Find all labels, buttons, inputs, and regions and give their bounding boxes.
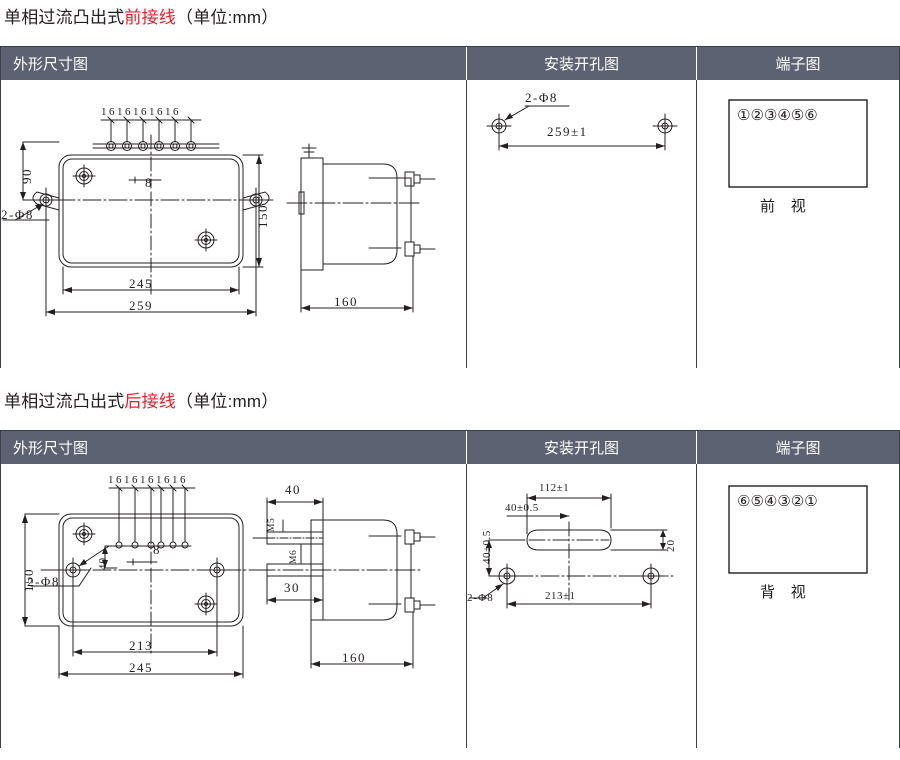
table-2-body-row: 1616161616 8 150 40 2-Φ8 213 245 40 M5 M… <box>1 464 899 748</box>
cutout-dim-span-2: 213±1 <box>545 590 576 602</box>
table-2-cell-cutout: 40±0.5 40±0.5 112±1 20 213±1 2-Φ8 <box>466 464 696 748</box>
pin-offset-label-2: 8 <box>153 542 161 557</box>
thread-upper-label-2: M5 <box>267 517 277 532</box>
section-title-2-unit: （单位:mm） <box>176 392 279 411</box>
dim-bottom-inner-1: 245 <box>129 276 153 291</box>
section-title-1-unit: （单位:mm） <box>176 8 279 27</box>
cutout-drawing-2 <box>468 493 674 609</box>
pin-offset-label-1: 8 <box>145 175 153 190</box>
table-2-header-cutout: 安装开孔图 <box>466 431 696 464</box>
section-title-2-prefix: 单相过流凸出式 <box>4 392 125 411</box>
table-1-header-terminal: 端子图 <box>696 47 899 80</box>
table-1-header-row: 外形尺寸图 安装开孔图 端子图 <box>1 47 899 80</box>
cutout-dim-slot-height-2: 20 <box>665 539 677 552</box>
dim-side-bottom-2: 30 <box>284 580 300 595</box>
dim-bottom-inner-2: 213 <box>129 638 153 653</box>
cutout-drawing-1 <box>486 105 678 151</box>
dim-left-vertical-1: 90 <box>19 168 34 184</box>
pin-pitch-labels-2: 1616161616 <box>108 474 188 486</box>
terminal-view-label-2: 背 视 <box>760 585 812 601</box>
dim-side-width-1: 160 <box>334 294 358 309</box>
table-1-cell-cutout: 2-Φ8 259±1 <box>466 80 696 368</box>
cutout-dim-span-1: 259±1 <box>547 124 588 139</box>
cutout-dim-slot-offset-2: 40±0.5 <box>505 502 539 514</box>
pin-pitch-labels-1: 1616161616 <box>101 106 181 118</box>
section-title-1-highlight: 前接线 <box>124 8 177 27</box>
table-2-header-row: 外形尺寸图 安装开孔图 端子图 <box>1 431 899 464</box>
dim-hole-note-1: 2-Φ8 <box>1 207 34 222</box>
terminal-numbers-2: ⑥⑤④③②① <box>737 492 818 510</box>
terminal-view-label-1: 前 视 <box>760 199 812 215</box>
dim-side-top-2: 40 <box>285 482 301 497</box>
cutout-hole-note-1: 2-Φ8 <box>525 90 558 105</box>
terminal-drawing-2 <box>728 485 868 574</box>
cutout-hole-note-2: 2-Φ8 <box>467 592 494 604</box>
dim-bottom-outer-2: 245 <box>129 660 153 675</box>
dim-bottom-outer-1: 259 <box>129 298 153 313</box>
outline-drawing-1 <box>2 116 436 317</box>
section-title-2-highlight: 后接线 <box>124 392 177 411</box>
terminal-numbers-1: ①②③④⑤⑥ <box>737 106 818 124</box>
table-2-header-outline: 外形尺寸图 <box>13 440 89 457</box>
table-2-header-terminal: 端子图 <box>696 431 899 464</box>
dim-right-vertical-1: 150 <box>255 204 270 228</box>
table-1-cell-outline: 1616161616 8 90 2-Φ8 150 245 259 160 <box>1 80 466 368</box>
section-title-2: 单相过流凸出式后接线（单位:mm） <box>4 392 278 412</box>
spec-table-1: 外形尺寸图 安装开孔图 端子图 <box>0 46 900 368</box>
table-2-cell-terminal: ⑥⑤④③②① 背 视 <box>696 464 899 748</box>
table-1-header-cutout: 安装开孔图 <box>466 47 696 80</box>
section-title-1-prefix: 单相过流凸出式 <box>4 8 125 27</box>
table-2-cell-outline: 1616161616 8 150 40 2-Φ8 213 245 40 M5 M… <box>1 464 466 748</box>
table-1-header-outline: 外形尺寸图 <box>13 56 89 73</box>
cutout-dim-slot-width-2: 112±1 <box>539 482 570 494</box>
dim-side-width-2: 160 <box>342 650 366 665</box>
spec-table-2: 外形尺寸图 安装开孔图 端子图 <box>0 430 900 748</box>
dim-inner-vertical-2: 40 <box>97 557 109 570</box>
table-1-body-row: 1616161616 8 90 2-Φ8 150 245 259 160 <box>1 80 899 368</box>
thread-lower-label-2: M6 <box>289 549 299 564</box>
cutout-dim-vertical-2: 40±0.5 <box>481 530 493 564</box>
dim-hole-note-2: 2-Φ8 <box>27 574 60 589</box>
terminal-drawing-1 <box>728 99 868 188</box>
table-1-cell-terminal: ①②③④⑤⑥ 前 视 <box>696 80 899 368</box>
outline-drawing-2 <box>22 484 436 679</box>
section-title-1: 单相过流凸出式前接线（单位:mm） <box>4 8 278 28</box>
